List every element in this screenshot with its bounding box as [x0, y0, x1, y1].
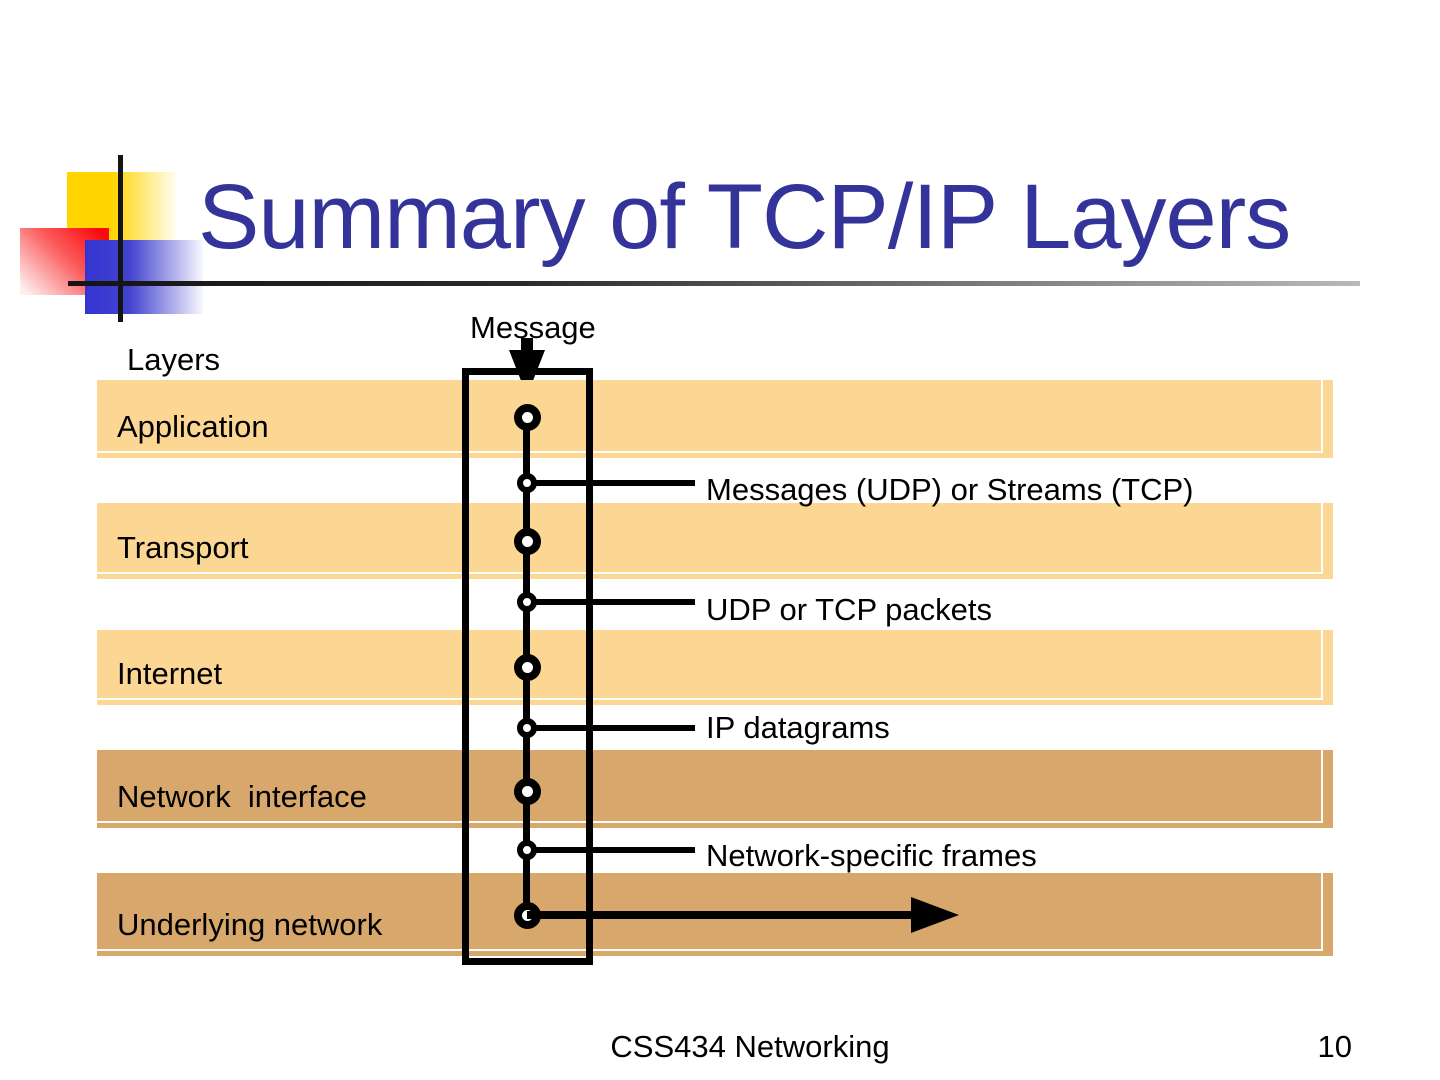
- data-unit-label: IP datagrams: [706, 710, 890, 745]
- footer-page-number: 10: [1317, 1029, 1352, 1064]
- layer-node-circle: [514, 404, 541, 431]
- layer-band-internet: Internet: [97, 630, 1333, 705]
- layer-name: Application: [117, 409, 269, 444]
- connector-line: [527, 480, 695, 486]
- connector-line: [527, 725, 695, 731]
- layer-node-circle: [514, 654, 541, 681]
- logo-blue-square: [85, 240, 203, 314]
- layer-band-network-interface: Network interface: [97, 750, 1333, 828]
- logo-crosshair-line: [118, 155, 123, 322]
- stack-outline-box: [462, 368, 593, 965]
- layer-band-underlying-network: Underlying network: [97, 873, 1333, 956]
- junction-node-circle: [517, 592, 537, 612]
- layer-name: Transport: [117, 530, 249, 565]
- junction-node-circle: [517, 473, 537, 493]
- layers-label: Layers: [127, 342, 221, 377]
- connector-line: [527, 599, 695, 605]
- network-flow-arrow: [527, 911, 915, 919]
- data-unit-label: Network-specific frames: [706, 838, 1037, 873]
- data-unit-label: UDP or TCP packets: [706, 592, 993, 627]
- title-divider-rule: [68, 281, 1360, 286]
- layer-name: Internet: [117, 656, 223, 691]
- junction-node-circle: [517, 718, 537, 738]
- connector-line: [527, 847, 695, 853]
- slide-title: Summary of TCP/IP Layers: [198, 166, 1291, 268]
- layer-band-application: Application: [97, 380, 1333, 458]
- junction-node-circle: [517, 840, 537, 860]
- layer-node-circle: [514, 528, 541, 555]
- layer-band-transport: Transport: [97, 503, 1333, 579]
- network-flow-arrowhead-icon: [911, 897, 959, 933]
- layer-name: Network interface: [117, 779, 367, 814]
- layer-name: Underlying network: [117, 907, 383, 942]
- data-unit-label: Messages (UDP) or Streams (TCP): [706, 472, 1194, 507]
- layer-node-circle: [514, 778, 541, 805]
- footer-course-label: CSS434 Networking: [610, 1029, 890, 1064]
